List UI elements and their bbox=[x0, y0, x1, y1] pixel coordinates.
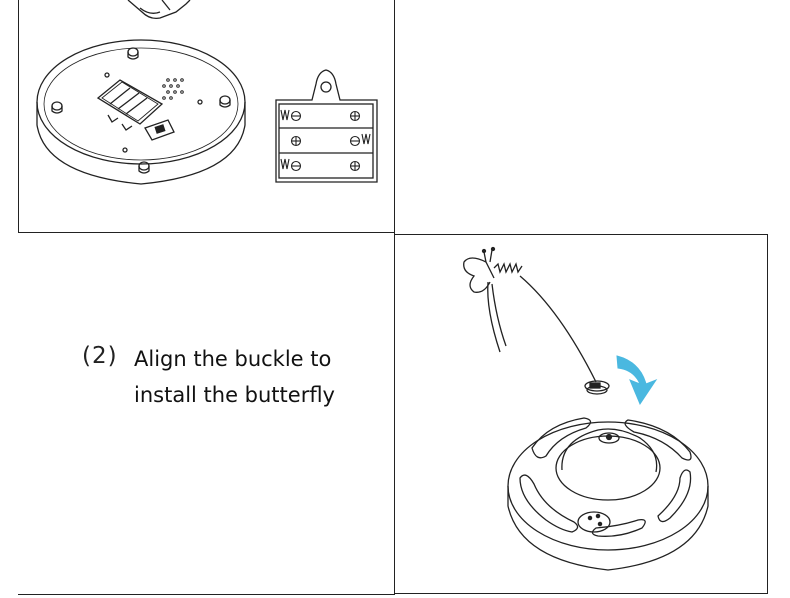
step-number: (2) bbox=[82, 343, 118, 369]
step-instruction-line-1: Align the buckle to bbox=[134, 347, 332, 371]
rotate-arrow-icon bbox=[616, 355, 658, 406]
step-instruction-line-2: install the butterfly bbox=[134, 383, 335, 407]
divider-line bbox=[394, 0, 395, 234]
butterfly-diagram-panel bbox=[394, 234, 768, 594]
divider-line bbox=[18, 594, 395, 595]
